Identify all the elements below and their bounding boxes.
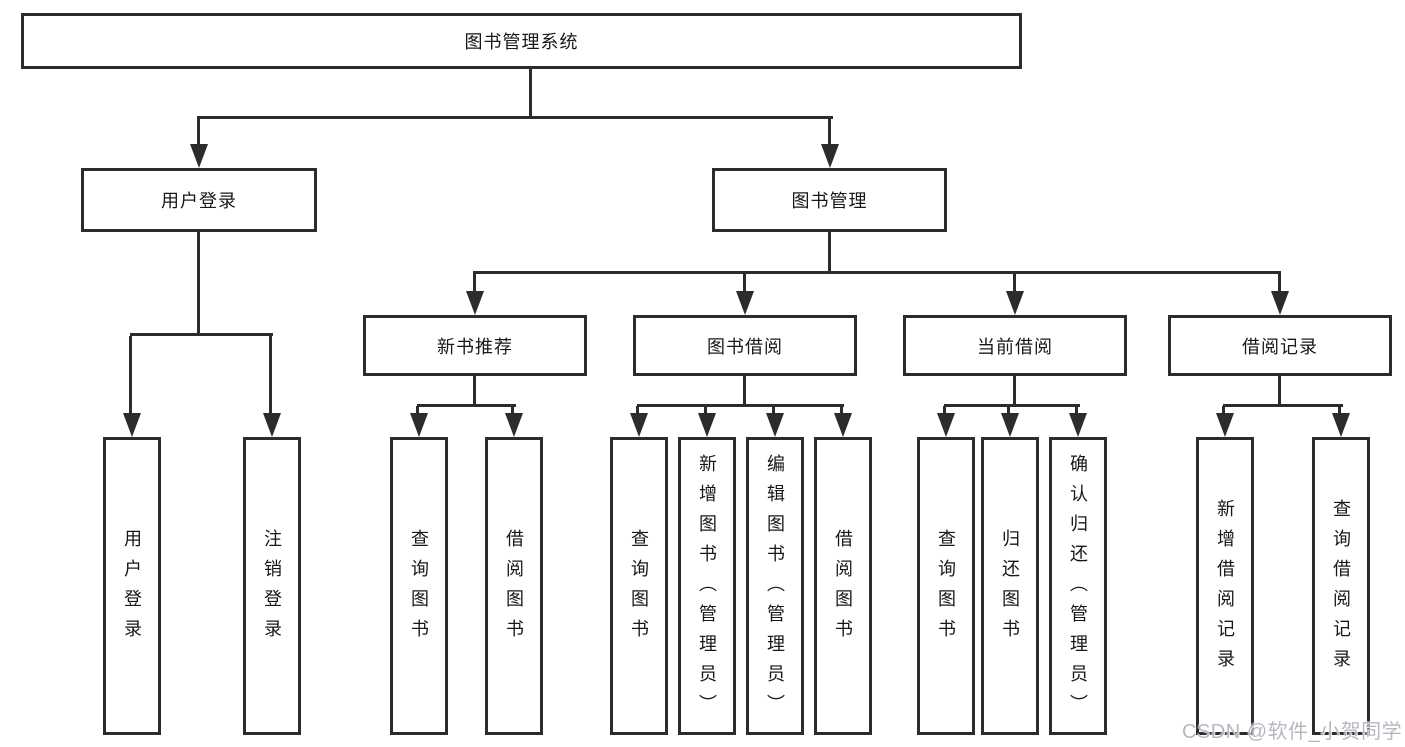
connector-line [637, 404, 844, 407]
connector-line [269, 336, 272, 416]
connector-line [473, 376, 476, 406]
arrow-down-icon [698, 413, 716, 437]
arrow-down-icon [410, 413, 428, 437]
arrow-down-icon [190, 144, 208, 168]
node-leaf-borrow-book-1: 借阅图书 [485, 437, 543, 735]
node-book-borrow: 图书借阅 [633, 315, 857, 376]
arrow-down-icon [263, 413, 281, 437]
connector-line [743, 376, 746, 406]
node-leaf-query-book-1: 查询图书 [390, 437, 448, 735]
arrow-down-icon [1216, 413, 1234, 437]
watermark: CSDN @软件_小贺同学 [1182, 721, 1403, 743]
connector-line [529, 69, 532, 117]
connector-line [1013, 274, 1016, 294]
node-leaf-confirm-return-admin: 确认归还（管理员） [1049, 437, 1107, 735]
arrow-down-icon [736, 291, 754, 315]
node-leaf-query-book-2: 查询图书 [610, 437, 668, 735]
connector-line [944, 404, 1080, 407]
node-leaf-logout: 注销登录 [243, 437, 301, 735]
connector-line [828, 117, 831, 147]
connector-line [197, 232, 200, 336]
connector-line [1223, 404, 1343, 407]
arrow-down-icon [937, 413, 955, 437]
arrow-down-icon [505, 413, 523, 437]
arrow-down-icon [1332, 413, 1350, 437]
node-root: 图书管理系统 [21, 13, 1022, 69]
connector-line [1278, 274, 1281, 294]
connector-line [130, 333, 273, 336]
connector-line [473, 271, 1281, 274]
node-user-login: 用户登录 [81, 168, 317, 232]
node-leaf-return-book: 归还图书 [981, 437, 1039, 735]
node-leaf-query-borrow-record: 查询借阅记录 [1312, 437, 1370, 735]
node-leaf-borrow-book-2: 借阅图书 [814, 437, 872, 735]
arrow-down-icon [466, 291, 484, 315]
node-borrow-record: 借阅记录 [1168, 315, 1392, 376]
arrow-down-icon [766, 413, 784, 437]
connector-line [473, 274, 476, 294]
connector-line [197, 116, 833, 119]
node-leaf-user-login: 用户登录 [103, 437, 161, 735]
node-leaf-add-borrow-record: 新增借阅记录 [1196, 437, 1254, 735]
arrow-down-icon [1001, 413, 1019, 437]
connector-line [1013, 376, 1016, 406]
node-leaf-add-book-admin: 新增图书（管理员） [678, 437, 736, 735]
connector-line [417, 404, 516, 407]
node-current-borrow: 当前借阅 [903, 315, 1127, 376]
connector-line [828, 232, 831, 274]
arrow-down-icon [834, 413, 852, 437]
connector-line [197, 117, 200, 147]
arrow-down-icon [630, 413, 648, 437]
node-leaf-query-book-3: 查询图书 [917, 437, 975, 735]
arrow-down-icon [1271, 291, 1289, 315]
connector-line [743, 274, 746, 294]
arrow-down-icon [1069, 413, 1087, 437]
arrow-down-icon [1006, 291, 1024, 315]
connector-line [129, 336, 132, 416]
node-leaf-edit-book-admin: 编辑图书（管理员） [746, 437, 804, 735]
node-book-management: 图书管理 [712, 168, 947, 232]
arrow-down-icon [821, 144, 839, 168]
connector-line [1278, 376, 1281, 406]
arrow-down-icon [123, 413, 141, 437]
node-new-book-recommend: 新书推荐 [363, 315, 587, 376]
